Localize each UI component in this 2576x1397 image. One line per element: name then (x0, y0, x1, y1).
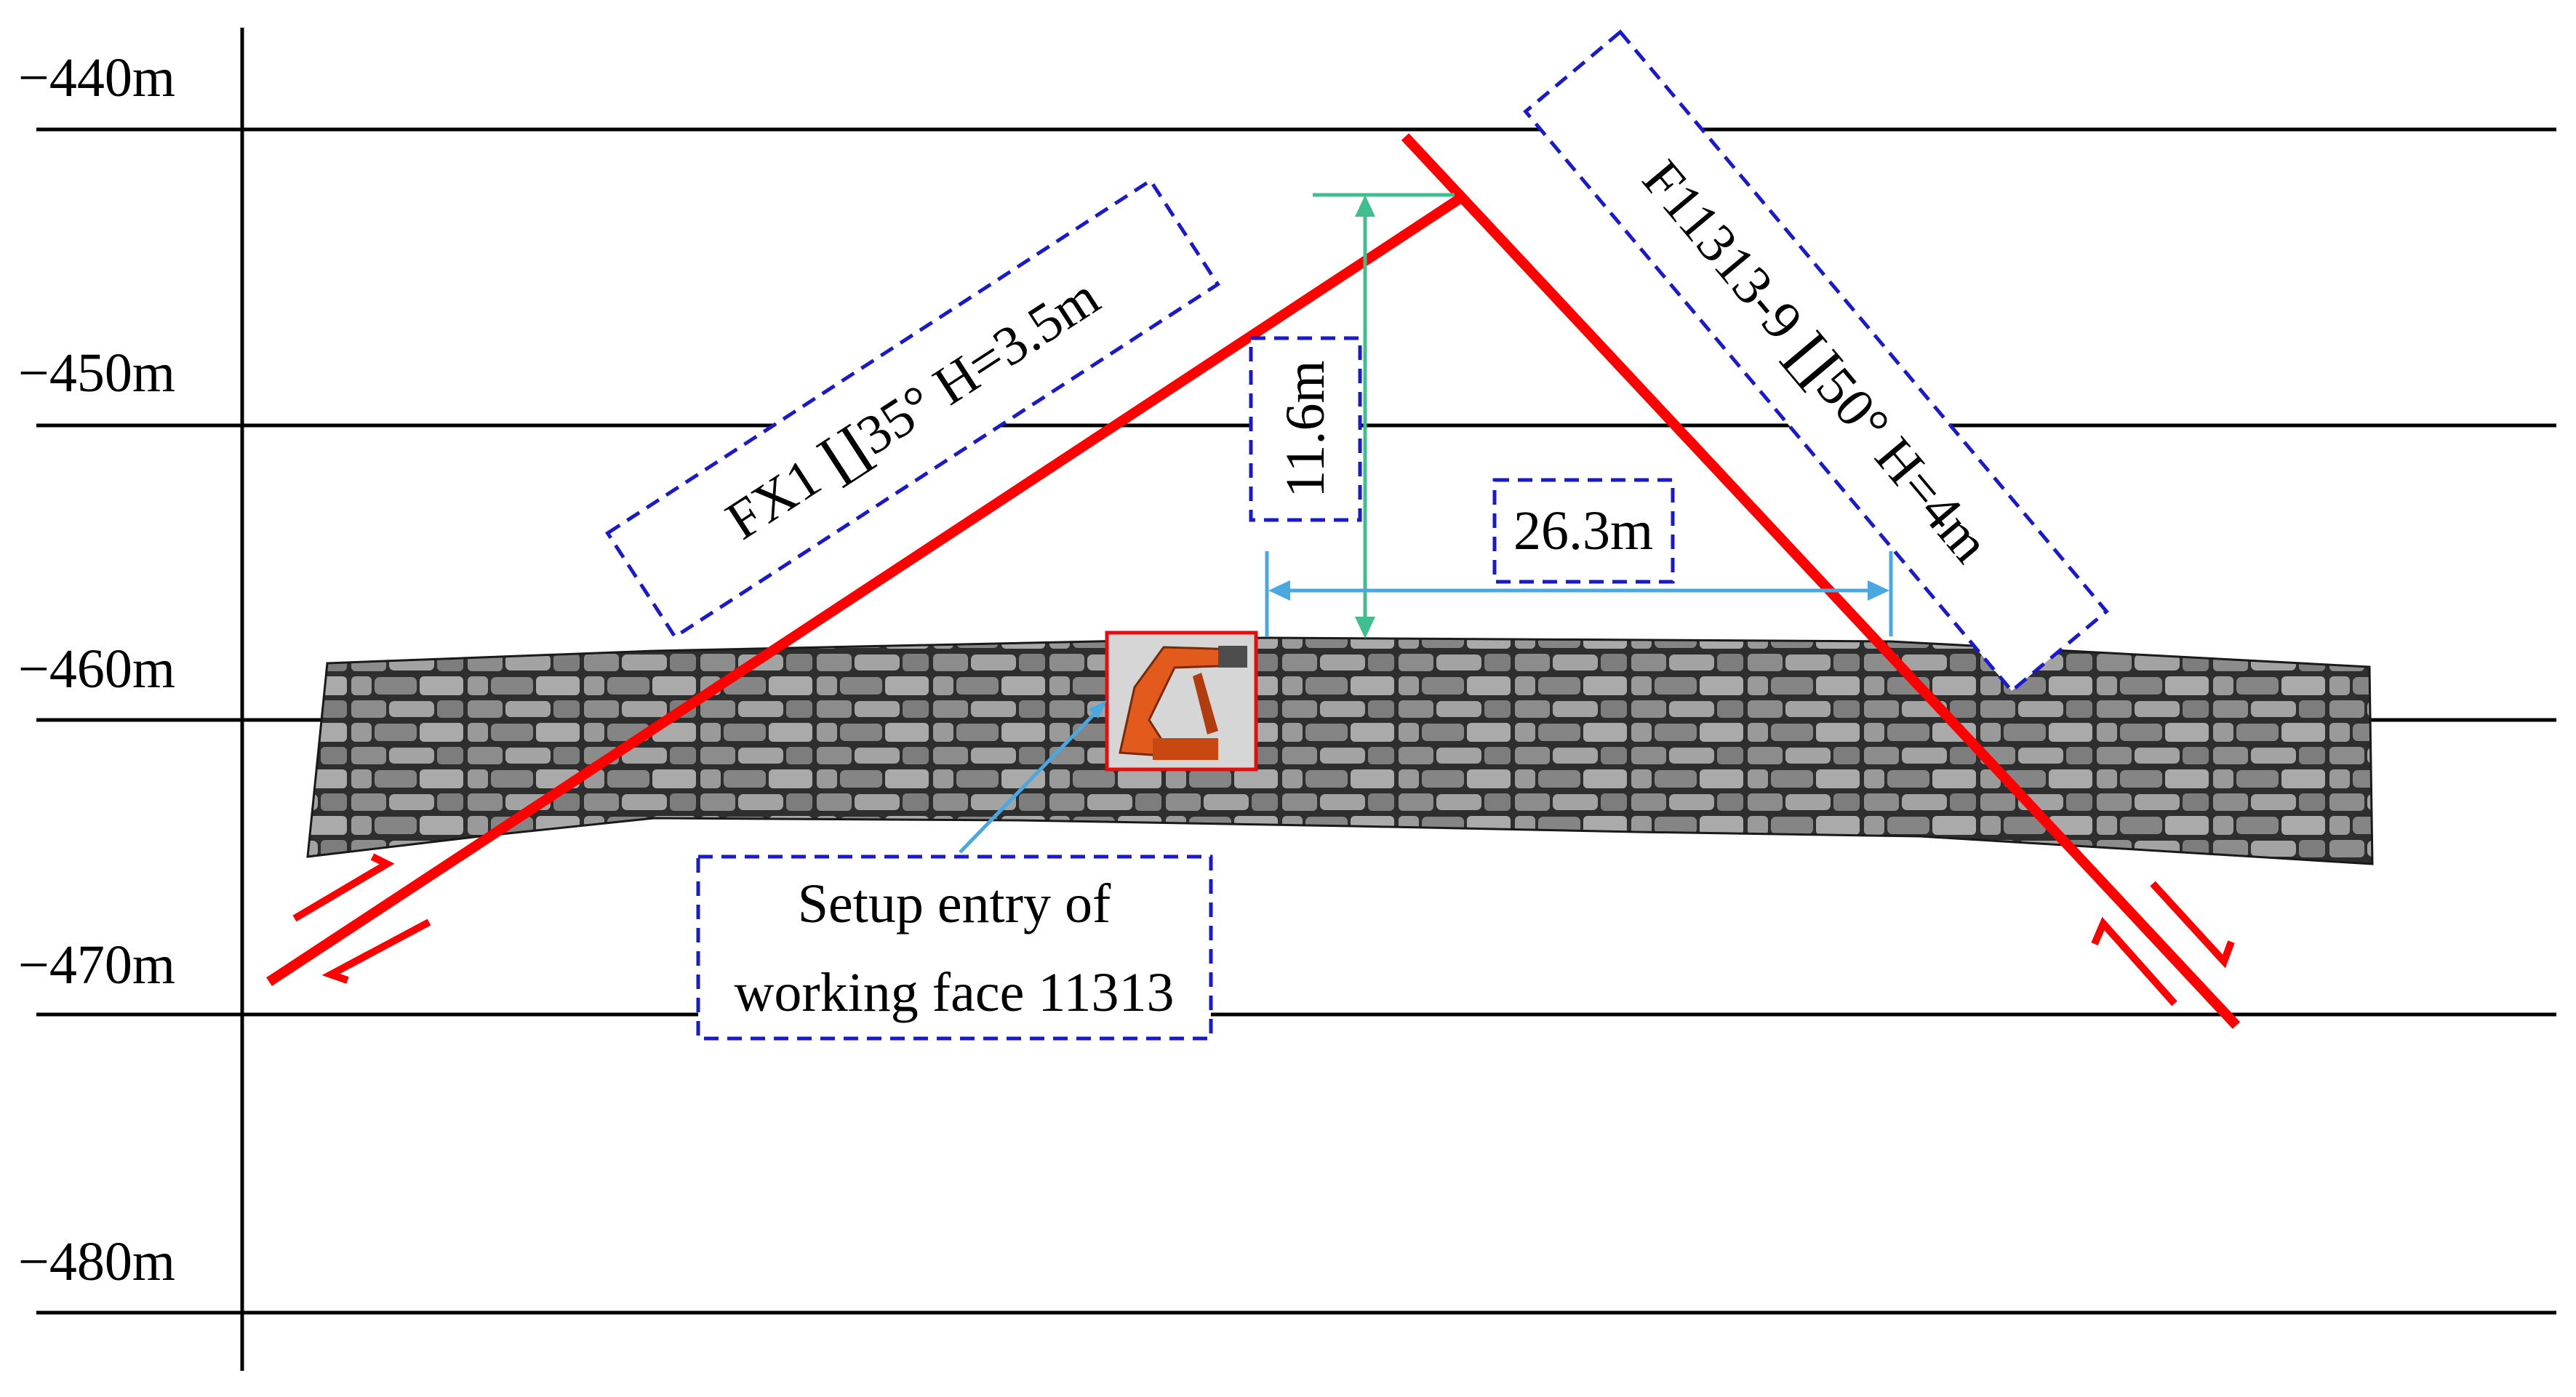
horizontal-dimension (1265, 551, 1893, 636)
machine-arm (1193, 673, 1218, 734)
machine-cutter (1218, 646, 1247, 668)
depth-label-480: −480m (18, 1231, 175, 1292)
depth-label-470: −470m (18, 934, 175, 996)
setup-entry-label-box (696, 854, 1213, 1041)
horizontal-dim-label: 26.3m (1492, 478, 1675, 584)
fx1-label-text: FX1 ∐35° H=3.5m (716, 266, 1110, 552)
vertical-dim-label: 11.6m (1249, 336, 1362, 522)
f11313-label-text: F11313-9 ∐50° H=4m (1631, 149, 2001, 574)
vertical-dim-label-box (1249, 336, 1362, 522)
fx1-upper-arrow (292, 853, 395, 922)
roadheader-machine-icon (1105, 631, 1258, 772)
fault-f11313-line (1401, 133, 2241, 1029)
setup-leader-line (959, 702, 1105, 854)
fault-fx1-line (266, 191, 1468, 986)
horizontal-dim-arrow-left (1268, 580, 1290, 601)
setup-entry-label: Setup entry of working face 11313 (696, 854, 1213, 1041)
f11313-right-arrow (2150, 881, 2235, 969)
f11313-label-box (1523, 29, 2109, 694)
setup-entry-leader (959, 700, 1107, 854)
setup-entry-line2: working face 11313 (735, 962, 1175, 1023)
fx1-label: FX1 ∐35° H=3.5m (605, 177, 1220, 640)
fx1-label-box (605, 177, 1220, 640)
depth-labels: −440m −450m −460m −470m −480m (18, 47, 175, 1292)
f11313-left-arrow (2091, 916, 2177, 1006)
depth-label-450: −450m (18, 343, 175, 404)
setup-entry-line1: Setup entry of (798, 873, 1111, 934)
vertical-dim-label-text: 11.6m (1275, 360, 1336, 497)
fx1-lower-arrow (321, 918, 431, 984)
horizontal-dim-label-text: 26.3m (1513, 500, 1653, 561)
machine-body (1153, 738, 1218, 760)
horizontal-dim-arrow-right (1868, 580, 1889, 601)
fx1-slip-arrows (292, 853, 431, 984)
coal-seam (306, 636, 2374, 865)
vertical-dim-arrow-top (1355, 195, 1375, 217)
horizontal-dim-label-box (1492, 478, 1675, 584)
f11313-slip-arrows (2091, 881, 2235, 1006)
vertical-dim-arrow-bottom (1355, 617, 1375, 639)
depth-label-440: −440m (18, 47, 175, 108)
vertical-dimension (1313, 193, 1455, 639)
setup-leader-arrow (1089, 700, 1107, 718)
depth-label-460: −460m (18, 639, 175, 700)
